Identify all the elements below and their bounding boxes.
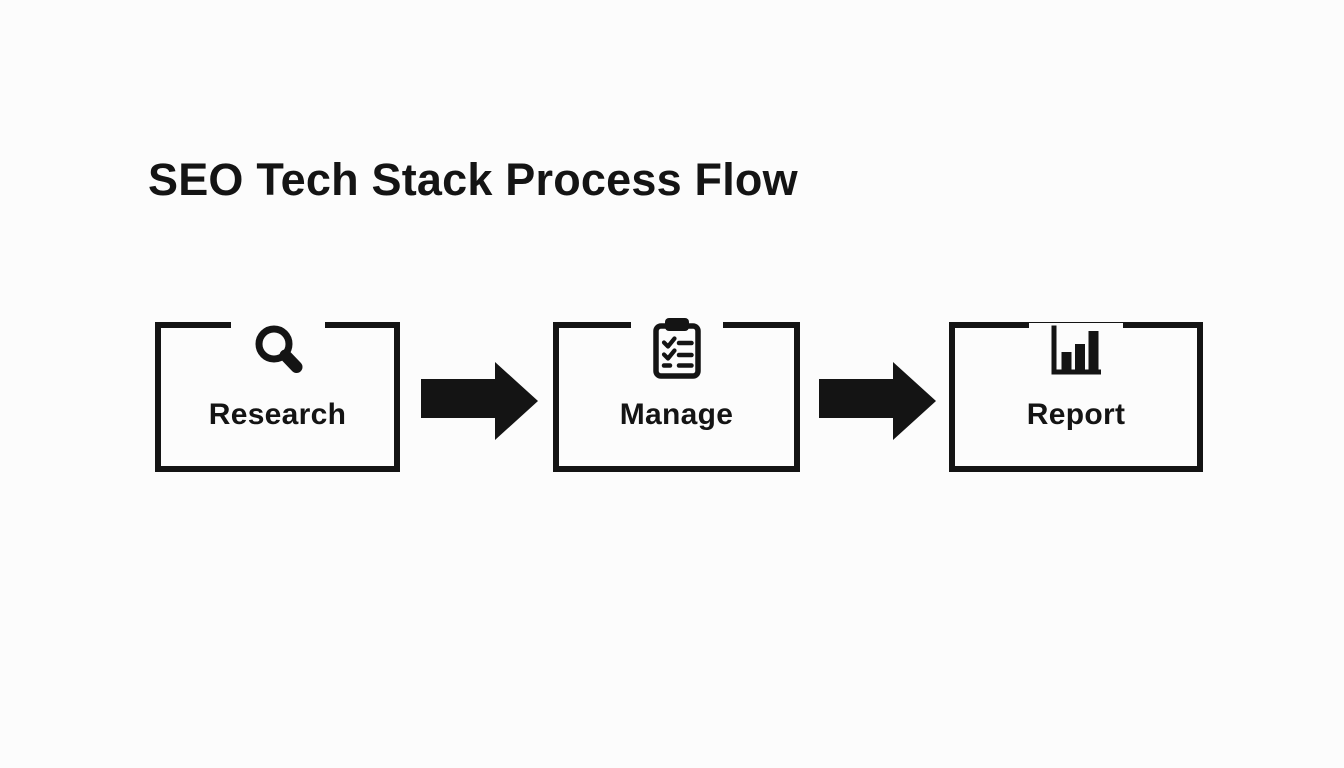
arrow-right-icon xyxy=(421,362,538,440)
bar-chart-icon xyxy=(1029,323,1123,379)
arrow-right-icon xyxy=(819,362,936,440)
search-icon xyxy=(230,321,325,379)
step-label: Manage xyxy=(619,398,734,431)
step-label: Report xyxy=(1026,398,1126,431)
step-label: Research xyxy=(208,398,347,431)
page-title: SEO Tech Stack Process Flow xyxy=(148,154,798,205)
step-box-manage: Manage xyxy=(553,317,800,472)
step-box-report: Report xyxy=(949,322,1203,472)
step-box-research: Research xyxy=(155,321,400,472)
clipboard-checklist-icon xyxy=(630,317,723,379)
